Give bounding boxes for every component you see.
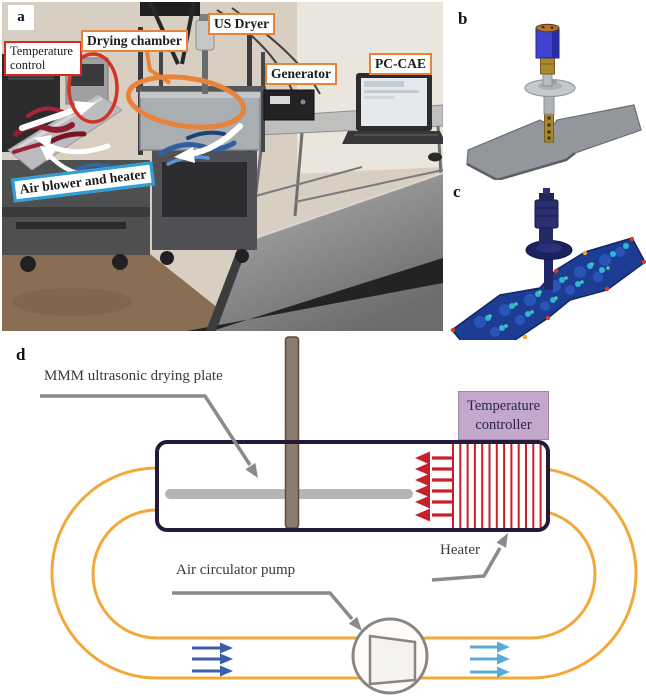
- flow-arrows-outlet: [470, 641, 510, 678]
- flow-arrows-inlet: [192, 642, 233, 677]
- temperature-control-circle: [67, 52, 119, 124]
- us-dryer-label: US Dryer: [208, 13, 276, 35]
- pump-leader: [172, 591, 362, 631]
- transducer-bar: [284, 336, 300, 529]
- pump-label: Air circulator pump: [176, 562, 296, 578]
- panel-label-a: a: [8, 5, 34, 30]
- cad-model: [466, 23, 642, 180]
- chamber-border: [155, 440, 550, 532]
- cad-transducer: [535, 23, 560, 87]
- hot-air-arrows: [415, 451, 453, 522]
- generator-device: [263, 89, 315, 121]
- schematic-drawing: [40, 336, 638, 695]
- cad-rod: [544, 111, 554, 143]
- temperature-controller-box: Temperature controller: [458, 391, 549, 440]
- panel-label-b: b: [458, 9, 468, 28]
- pc-cae-label: PC-CAE: [369, 53, 432, 75]
- generator-label: Generator: [265, 63, 337, 85]
- fea-result: [450, 188, 646, 340]
- panel-label-c: c: [453, 182, 461, 201]
- drying-chamber-pointer: [144, 45, 172, 85]
- heater-label: Heater: [440, 542, 480, 558]
- fea-mode-bumps: [474, 243, 629, 337]
- panel-c-simulation: [450, 182, 646, 340]
- pump-symbol: [351, 617, 429, 695]
- heater-leader: [431, 533, 508, 582]
- air-loop: [50, 466, 638, 680]
- fea-stress-tips: [450, 236, 646, 340]
- mmm-plate-label: MMM ultrasonic drying plate: [44, 368, 223, 384]
- temperature-control-label: Temperature control: [4, 41, 82, 76]
- cad-plate-edge: [466, 152, 576, 180]
- panel-d-schematic: [0, 335, 646, 700]
- laptop: [342, 73, 443, 144]
- mouse: [428, 152, 442, 162]
- drying-chamber-label: Drying chamber: [81, 30, 188, 52]
- panel-label-d: d: [16, 345, 26, 364]
- plate-leader: [40, 394, 258, 478]
- fea-transducer: [525, 188, 573, 290]
- hot-air-arrow: [19, 101, 111, 155]
- drying-chamber-ellipse: [125, 74, 247, 130]
- panel-b-cad: [450, 8, 646, 180]
- panel-a-photo: a Temperature control Drying chamber US …: [2, 2, 443, 331]
